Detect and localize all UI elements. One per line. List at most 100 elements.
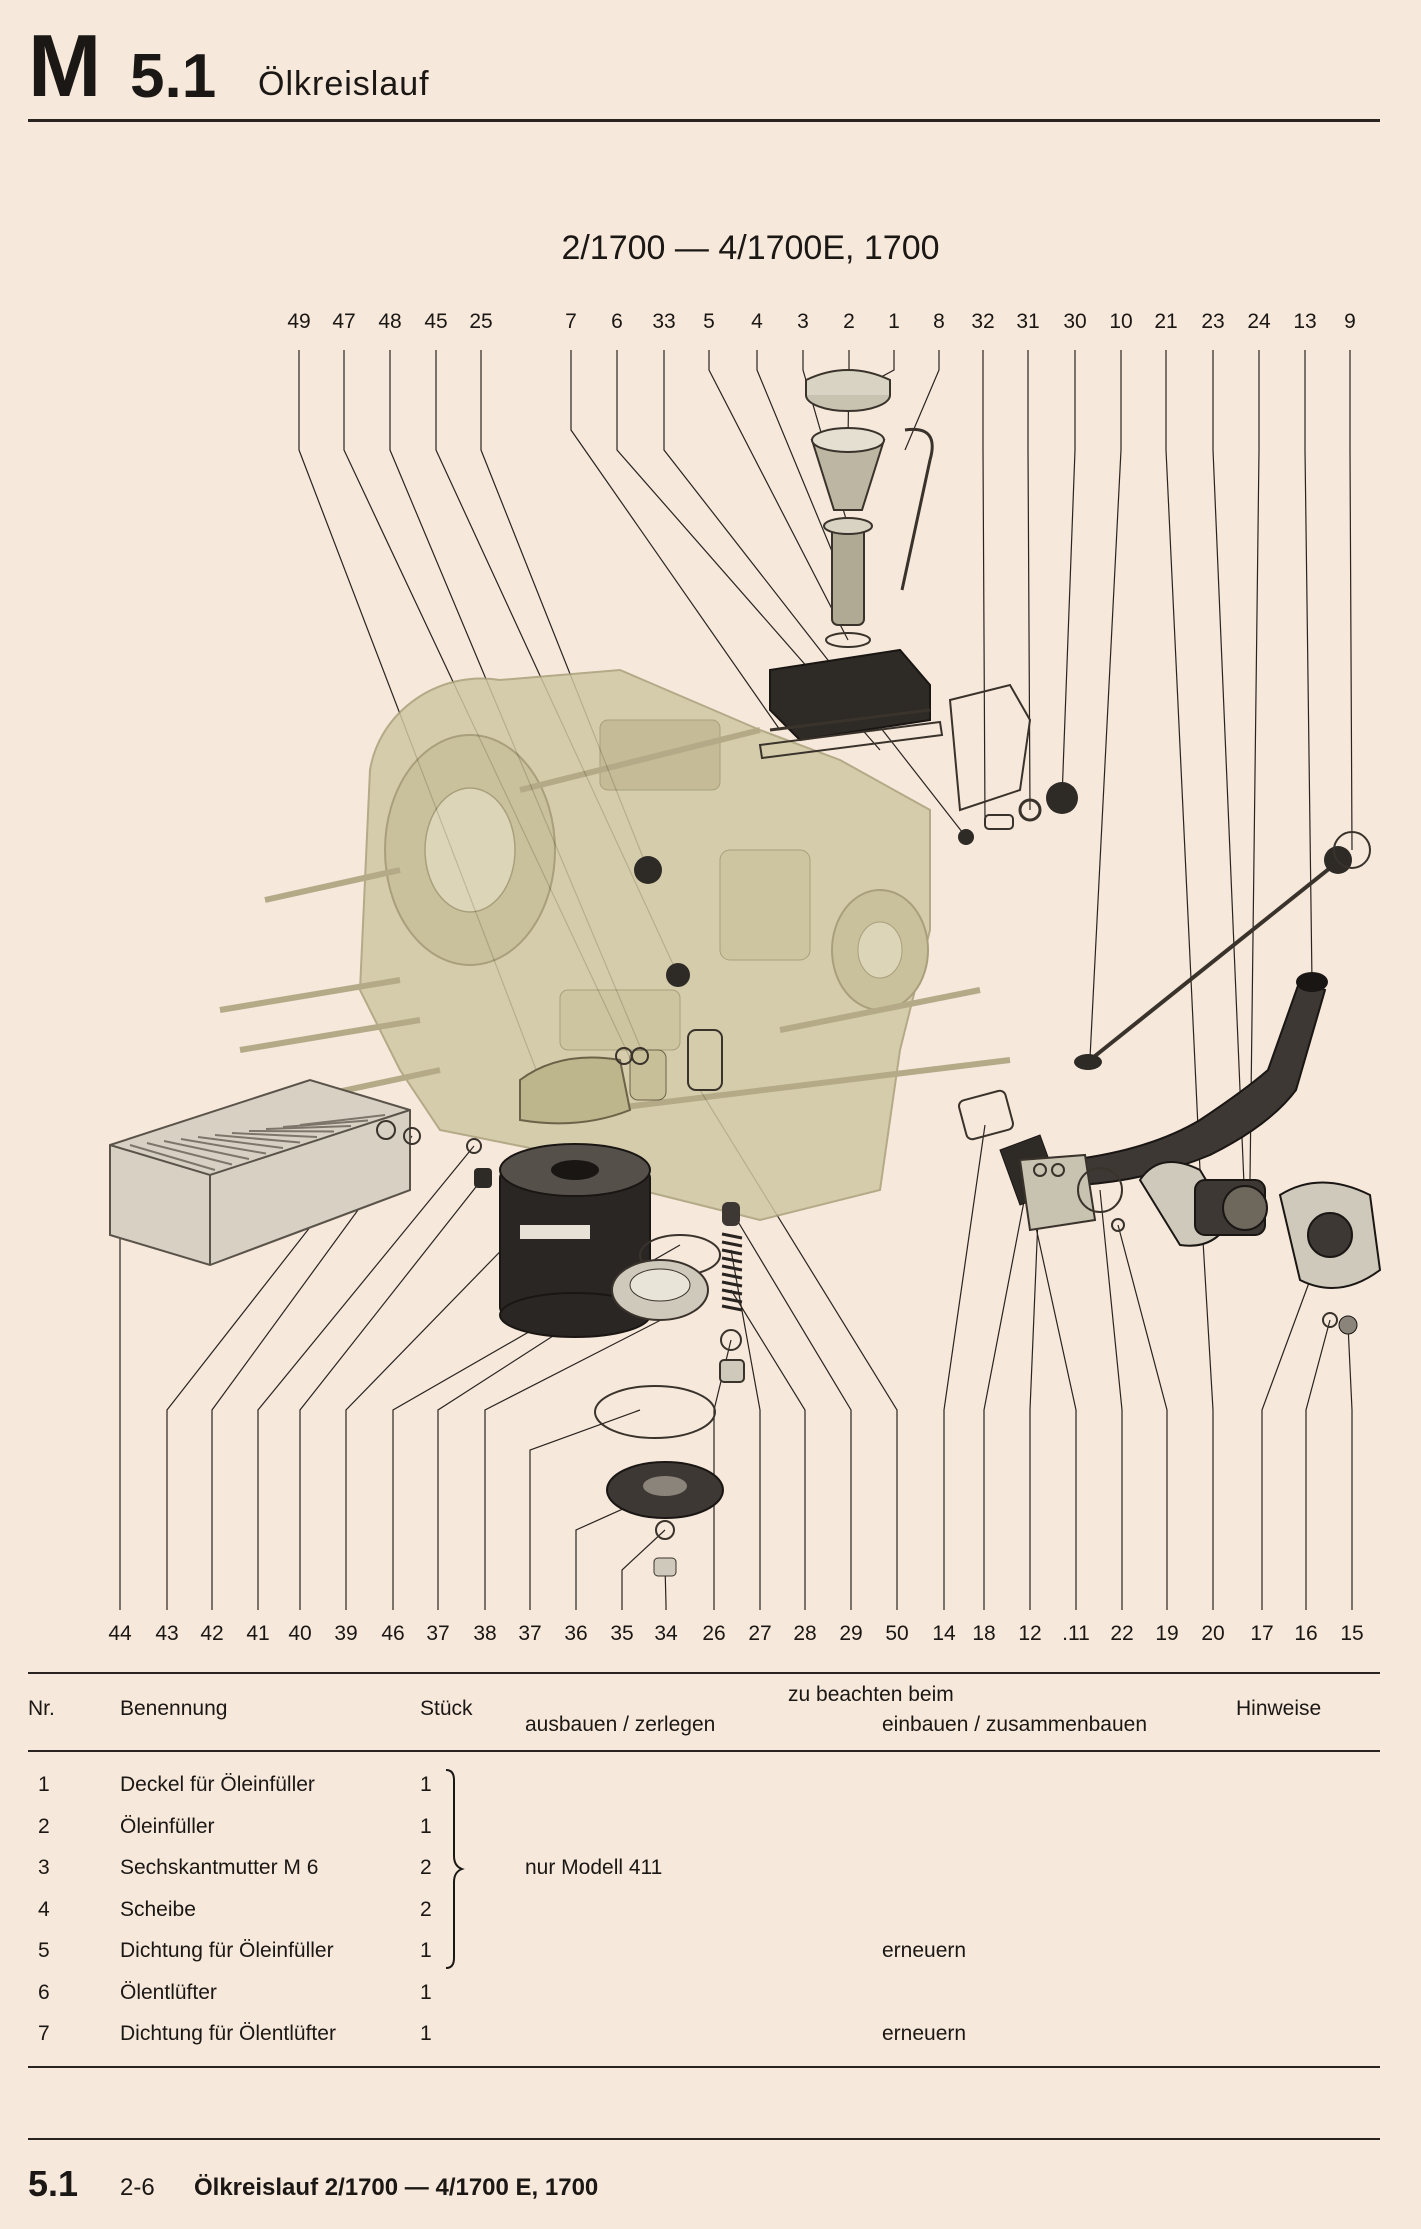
leader-line (529, 1409, 641, 1610)
section-number: 5.1 (130, 42, 217, 111)
callout-label-bottom: 15 (1340, 1622, 1364, 1645)
page-title: Ölkreislauf (258, 65, 430, 103)
leader-line (1165, 350, 1201, 1171)
col-header-benennung: Benennung (120, 1697, 228, 1720)
callout-label-bottom: 38 (473, 1622, 497, 1645)
col-header-ausbauen: ausbauen / zerlegen (525, 1713, 716, 1736)
cell-stueck: 1 (420, 2022, 432, 2045)
leader-line (211, 1135, 413, 1610)
callout-label-top: 32 (971, 310, 995, 333)
cell-stueck: 2 (420, 1897, 432, 1921)
page-footer: 5.1 2-6 Ölkreislauf 2/1700 — 4/1700 E, 1… (28, 2138, 1380, 2218)
callout-label-top: 8 (933, 310, 945, 333)
leader-line (1029, 1169, 1041, 1610)
footer-title: Ölkreislauf 2/1700 — 4/1700 E, 1700 (194, 2174, 599, 2201)
cell-stueck: 1 (420, 1980, 432, 2004)
leader-line (257, 1145, 475, 1610)
callout-label-bottom: 26 (702, 1622, 726, 1645)
relief-valve (719, 1202, 745, 1383)
leader-line (1305, 1319, 1331, 1610)
engine-block (219, 668, 1011, 1222)
leader-line (1117, 1224, 1168, 1610)
leader-line (1089, 350, 1122, 1059)
table-row: 6 Ölentlüfter 1 (28, 1974, 1380, 2015)
col-header-stueck: Stück (420, 1697, 473, 1720)
callout-label-bottom: 17 (1250, 1622, 1274, 1645)
leader-line (621, 1529, 666, 1610)
diagram-drawing (109, 350, 1382, 1610)
leader-line (904, 350, 940, 451)
cell-stueck: 1 (420, 1814, 432, 1838)
table-header-rule (28, 1750, 1380, 1752)
callout-label-top: 49 (287, 310, 311, 333)
callout-label-top: 6 (611, 310, 623, 333)
table-row: 4 Scheibe 2 (28, 1891, 1380, 1932)
cell-nr: 2 (38, 1814, 50, 1838)
leader-line (616, 350, 881, 751)
footer-rule (28, 2138, 1380, 2140)
callout-label-bottom: 27 (748, 1622, 772, 1645)
leader-line (484, 1299, 701, 1610)
callout-label-top: 23 (1201, 310, 1225, 333)
callout-label-top: 45 (424, 310, 448, 333)
leader-line (983, 1169, 1031, 1610)
col-header-zu-beachten: zu beachten beim (788, 1683, 954, 1706)
cell-benennung: Ölentlüfter (120, 1980, 217, 2004)
col-header-nr: Nr. (28, 1697, 55, 1720)
callout-label-top: 31 (1016, 310, 1040, 333)
callout-label-top: 3 (797, 310, 809, 333)
col-header-einbauen: einbauen / zusammenbauen (882, 1713, 1148, 1736)
leader-line (1347, 1324, 1353, 1610)
leader-line (1261, 1279, 1311, 1610)
callout-label-top: 24 (1247, 310, 1271, 333)
callout-label-bottom: 34 (654, 1622, 678, 1645)
cell-nr: 7 (38, 2022, 50, 2045)
callout-label-bottom: 37 (518, 1622, 542, 1645)
col-header-hinweise: Hinweise (1236, 1697, 1322, 1720)
leader-lines (119, 350, 1353, 1610)
callout-label-top: 1 (888, 310, 900, 333)
leader-line (345, 1189, 561, 1610)
callout-label-bottom: 36 (564, 1622, 588, 1645)
callout-label-top: 30 (1063, 310, 1087, 333)
cell-benennung: Sechskantmutter M 6 (120, 1856, 319, 1879)
leader-line (299, 1177, 484, 1610)
oil-cooler (109, 1078, 492, 1267)
footer-page-number: 2-6 (120, 2174, 155, 2201)
callout-label-top: 7 (565, 310, 577, 333)
cell-ausbauen: nur Modell 411 (525, 1856, 663, 1879)
oil-breather (758, 648, 1032, 812)
callout-label-top: 48 (378, 310, 402, 333)
leader-line (570, 350, 781, 731)
callout-label-bottom: 42 (200, 1622, 224, 1645)
callout-label-bottom: 44 (108, 1622, 132, 1645)
table-row: 2 Öleinfüller 1 (28, 1808, 1380, 1849)
cell-einbauen: erneuern (882, 2022, 967, 2045)
leader-line (943, 1124, 986, 1610)
oil-pump (1138, 1161, 1382, 1335)
callout-label-bottom: 12 (1018, 1622, 1042, 1645)
cell-benennung: Öleinfüller (120, 1814, 215, 1838)
callout-label-bottom: 20 (1201, 1622, 1225, 1645)
cell-stueck: 2 (420, 1856, 432, 1879)
callout-label-top: 33 (652, 310, 676, 333)
table-bottom-rule (28, 2066, 1380, 2068)
leader-line (1029, 1199, 1077, 1610)
callout-label-top: 13 (1293, 310, 1317, 333)
callout-label-bottom: 37 (426, 1622, 450, 1645)
callout-label-bottom: 16 (1294, 1622, 1318, 1645)
filter-flange (519, 1029, 723, 1125)
callout-label-bottom: 41 (246, 1622, 270, 1645)
cell-benennung: Scheibe (120, 1897, 196, 1921)
callout-label-bottom: 19 (1155, 1622, 1179, 1645)
cell-nr: 4 (38, 1897, 50, 1921)
callout-label-bottom: 14 (932, 1622, 956, 1645)
pressure-valve-parts (958, 782, 1078, 845)
callout-label-top: 21 (1154, 310, 1178, 333)
model-subtitle: 2/1700 — 4/1700E, 1700 (561, 229, 940, 267)
cell-nr: 6 (38, 1980, 50, 2004)
